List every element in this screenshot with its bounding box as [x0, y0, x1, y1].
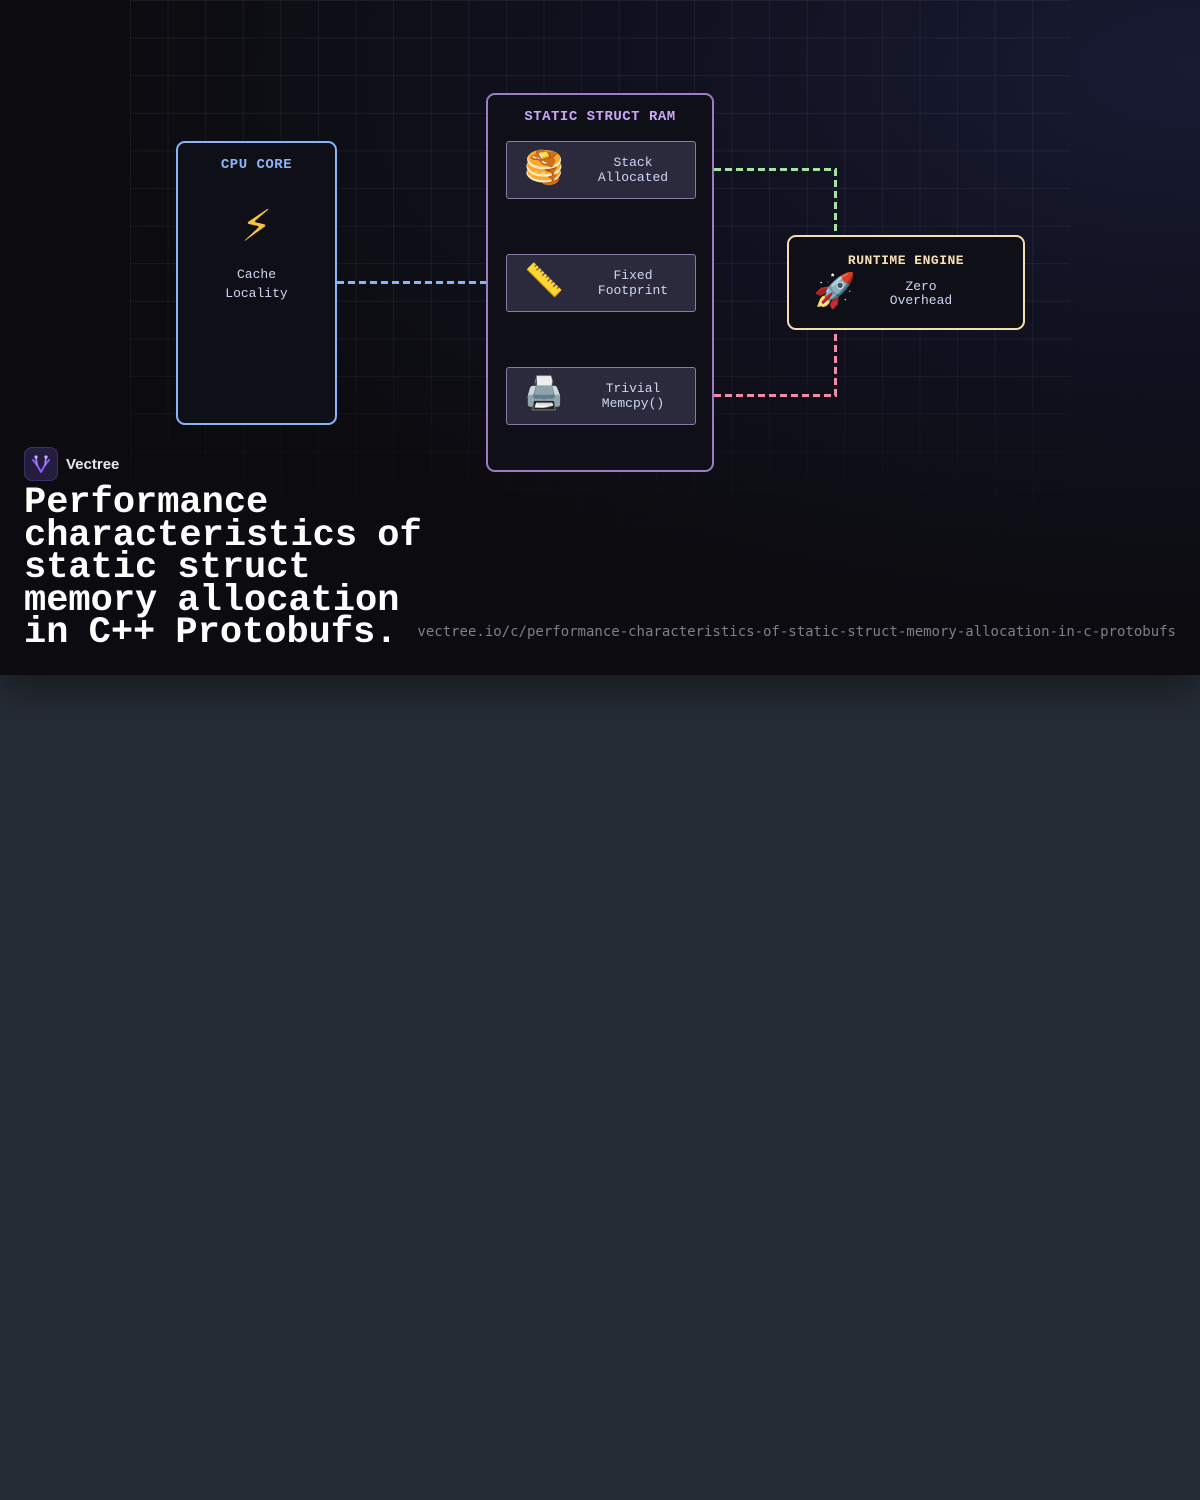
- cpu-core-label-line1: Cache: [236, 267, 276, 282]
- vectree-logo-icon: [24, 447, 58, 481]
- page-title: Performance characteristics of static st…: [24, 482, 422, 655]
- cpu-core-title: CPU CORE: [220, 157, 293, 173]
- runtime-engine-label-line1: Zero: [905, 279, 937, 294]
- ram-item-label-line1: Trivial: [605, 381, 661, 396]
- page-url[interactable]: vectree.io/c/performance-characteristics…: [417, 624, 1176, 640]
- static-struct-ram-box: STATIC STRUCT RAM 🥞 Stack Allocated 📏 Fi…: [486, 93, 714, 472]
- cpu-core-label: Cache Locality: [178, 265, 335, 303]
- ram-item-label-line2: Footprint: [597, 283, 669, 298]
- printer-icon: 🖨️: [524, 377, 564, 414]
- connection-wires: [337, 168, 837, 397]
- ram-item-label-line1: Fixed: [613, 268, 653, 283]
- ram-item-label-line2: Allocated: [597, 170, 669, 185]
- static-struct-ram-title: STATIC STRUCT RAM: [524, 109, 676, 125]
- runtime-engine-label: Zero Overhead: [881, 280, 1023, 308]
- brand-name: Vectree: [66, 455, 120, 473]
- ram-item-fixed-footprint: 📏 Fixed Footprint: [506, 254, 696, 312]
- pancakes-icon: 🥞: [524, 151, 564, 188]
- lightning-icon: ⚡: [241, 200, 272, 257]
- runtime-engine-title: RUNTIME ENGINE: [847, 253, 965, 268]
- rocket-icon: 🚀: [813, 275, 857, 313]
- ram-item-label-line1: Stack: [613, 155, 653, 170]
- brand[interactable]: Vectree: [24, 447, 119, 481]
- social-card: CPU CORE ⚡ Cache Locality STATIC STRUCT …: [0, 0, 1200, 675]
- cpu-core-label-line2: Locality: [225, 286, 288, 301]
- ram-item-stack-allocated: 🥞 Stack Allocated: [506, 141, 696, 199]
- ram-item-label: Stack Allocated: [581, 155, 695, 185]
- cpu-core-box: CPU CORE ⚡ Cache Locality: [176, 141, 337, 425]
- runtime-engine-content: 🚀 Zero Overhead: [789, 274, 1023, 314]
- ruler-icon: 📏: [524, 264, 564, 301]
- ram-item-label-line2: Memcpy(): [601, 396, 665, 411]
- ram-item-label: Trivial Memcpy(): [581, 381, 695, 411]
- vectree-logo-svg: [32, 455, 50, 473]
- ram-item-trivial-memcpy: 🖨️ Trivial Memcpy(): [506, 367, 696, 425]
- runtime-engine-label-line2: Overhead: [889, 293, 953, 308]
- ram-item-label: Fixed Footprint: [581, 268, 695, 298]
- wire-stack-to-engine: [714, 168, 837, 235]
- wire-memcpy-to-engine: [714, 330, 837, 397]
- runtime-engine-box: RUNTIME ENGINE 🚀 Zero Overhead: [787, 235, 1025, 330]
